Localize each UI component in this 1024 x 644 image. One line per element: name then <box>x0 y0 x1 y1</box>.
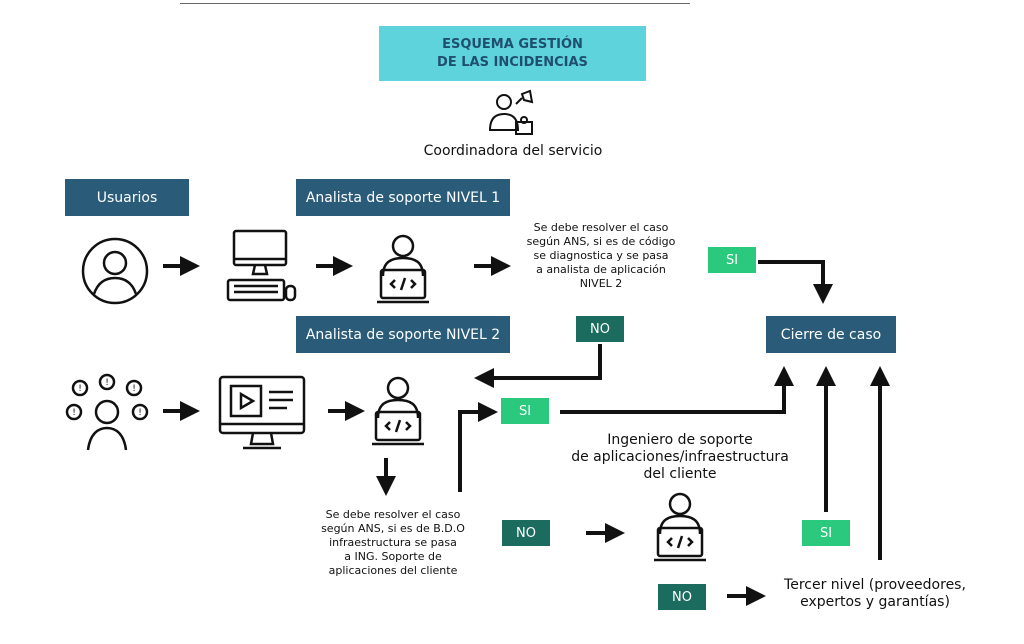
arrow-no-to-level2 <box>474 344 602 388</box>
no-badge-level2: NO <box>502 520 550 546</box>
svg-text:!: ! <box>132 384 136 394</box>
level2-header: Analista de soporte NIVEL 2 <box>296 316 510 353</box>
level2-note: Se debe resolver el caso según ANS, si e… <box>321 508 465 577</box>
coordinator-label: Coordinadora del servicio <box>423 143 603 159</box>
third-level-label: Tercer nivel (proveedores, expertos y ga… <box>784 577 966 610</box>
developer-icon <box>654 492 706 562</box>
svg-text:!: ! <box>78 384 82 394</box>
diagram-title: ESQUEMA GESTIÓN DE LAS INCIDENCIAS <box>379 26 646 81</box>
yes-badge-engineer: SI <box>802 520 850 546</box>
arrow-yes-to-close <box>758 260 833 304</box>
svg-text:!: ! <box>138 408 142 418</box>
svg-text:!: ! <box>72 408 76 418</box>
video-monitor-icon <box>218 375 306 450</box>
no-badge-level1: NO <box>576 316 624 342</box>
svg-text:!: ! <box>105 378 109 388</box>
engineer-label: Ingeniero de soporte de aplicaciones/inf… <box>571 432 789 482</box>
close-case-box: Cierre de caso <box>766 316 896 353</box>
arrow-yes2-to-close <box>560 366 794 414</box>
yes-badge-level2: SI <box>501 398 549 424</box>
no-badge-engineer: NO <box>658 584 706 610</box>
level1-note: Se debe resolver el caso según ANS, si e… <box>526 221 676 290</box>
level1-header: Analista de soporte NIVEL 1 <box>296 179 510 216</box>
users-header: Usuarios <box>65 179 189 216</box>
developer-icon <box>377 234 429 304</box>
coordinator-icon <box>488 89 534 135</box>
arrow-up-to-yes <box>458 402 498 492</box>
yes-badge-level1: SI <box>708 247 756 273</box>
developer-icon <box>372 376 424 446</box>
desktop-computer-icon <box>226 229 297 302</box>
user-avatar-icon <box>81 237 149 305</box>
questions-user-icon: !!! !! <box>65 373 149 451</box>
top-divider <box>180 3 690 4</box>
